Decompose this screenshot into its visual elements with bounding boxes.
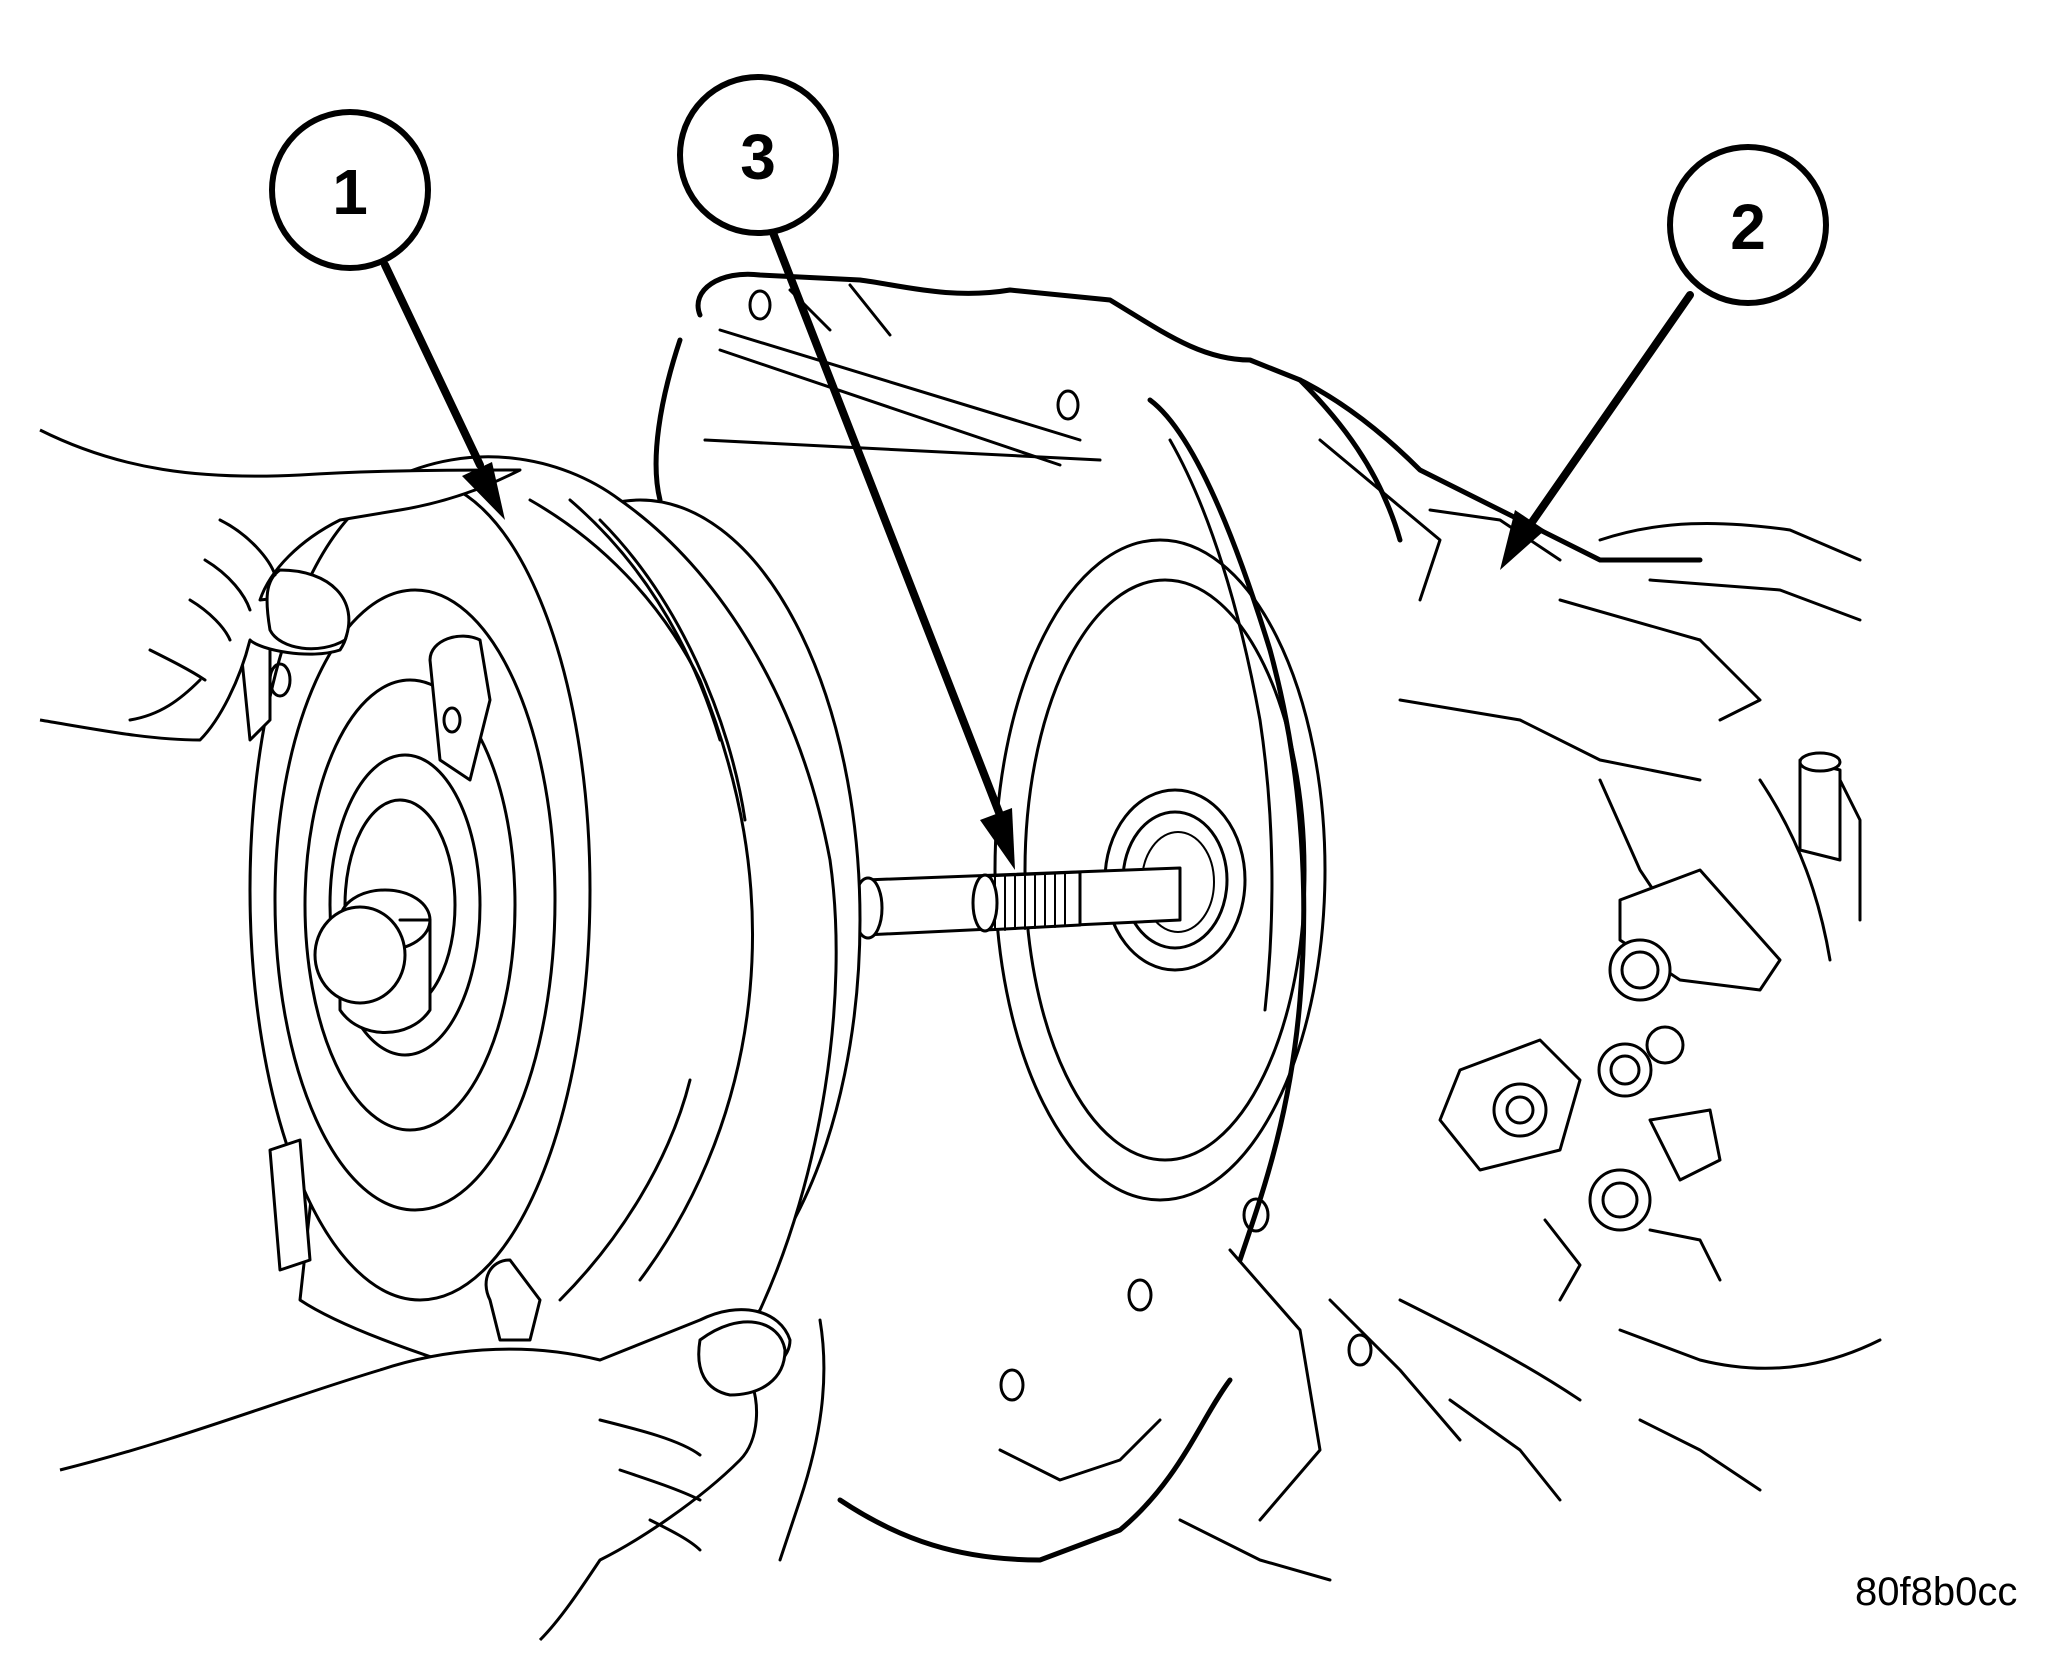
transmission-housing xyxy=(653,271,1882,1582)
callout-2: 2 xyxy=(1667,144,1829,306)
fitting-bolts xyxy=(1438,938,1722,1302)
hands xyxy=(39,428,826,1642)
callout-3: 3 xyxy=(677,74,839,236)
callout-2-label: 2 xyxy=(1730,191,1766,263)
torque-converter xyxy=(238,455,862,1382)
figure-id: 80f8b0cc xyxy=(1855,1570,2017,1614)
callout-1: 1 xyxy=(269,109,431,271)
callout-3-label: 3 xyxy=(740,121,776,193)
callout-1-label: 1 xyxy=(332,156,368,228)
callout-leaders xyxy=(381,221,1694,870)
input-shaft xyxy=(852,866,1182,940)
